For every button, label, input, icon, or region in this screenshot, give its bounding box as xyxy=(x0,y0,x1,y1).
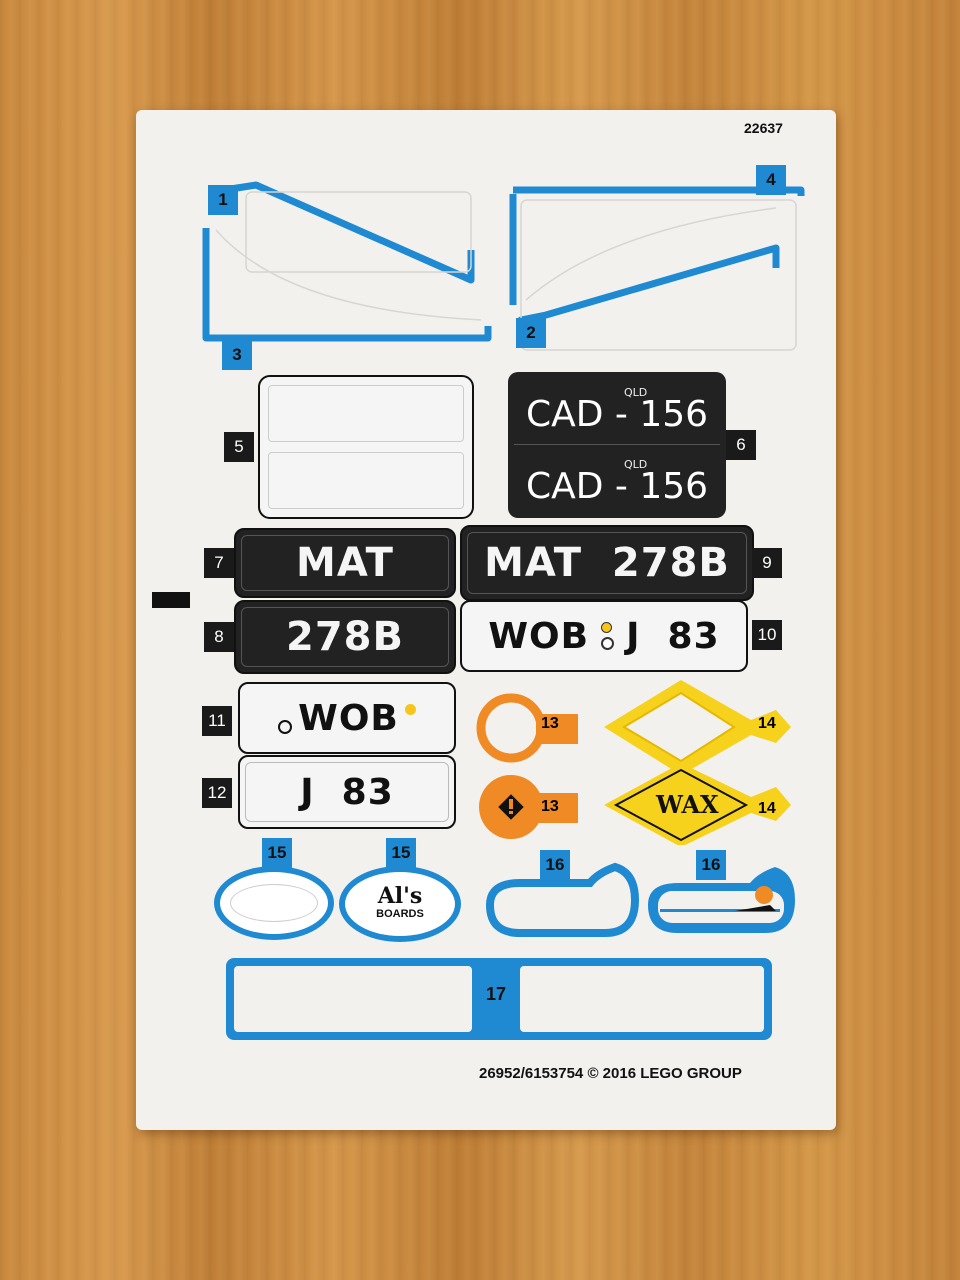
als-text: Al's xyxy=(377,883,423,909)
als-boards-logo: Al's BOARDS xyxy=(339,866,461,942)
sticker-number-14a: 14 xyxy=(758,715,776,732)
qld-label-b: QLD xyxy=(624,458,648,471)
sticker-number-14b: 14 xyxy=(758,800,776,817)
yellow-diamonds-14 xyxy=(604,680,791,845)
wob-j83-suffix: J 83 xyxy=(626,615,720,657)
plate-wob: WOB xyxy=(238,682,456,754)
sticker-number-10: 10 xyxy=(752,620,782,650)
sticker-number-16b: 16 xyxy=(696,850,726,880)
sticker-number-4: 4 xyxy=(756,165,786,195)
sticker-number-15a: 15 xyxy=(262,838,292,868)
mat-278b-text: MAT 278B xyxy=(484,540,730,586)
j83-text: J 83 xyxy=(300,771,394,813)
qld-label-a: QLD xyxy=(624,386,648,399)
wax-logo-text: WAX xyxy=(656,790,719,819)
sticker-number-6: 6 xyxy=(726,430,756,460)
sticker-number-7: 7 xyxy=(204,548,234,578)
boards-text: BOARDS xyxy=(376,908,424,920)
sticker-number-13b: 13 xyxy=(541,798,559,815)
plate-278b: 278B xyxy=(234,600,456,674)
orange-tags-13 xyxy=(476,693,578,839)
sticker-number-11: 11 xyxy=(202,706,232,736)
wob-text: WOB xyxy=(298,697,399,739)
cad-text-b: CAD - 156 xyxy=(525,466,709,507)
sticker-number-16a: 16 xyxy=(540,850,570,880)
sheet-code: 22637 xyxy=(744,120,783,136)
num-278b-text: 278B xyxy=(286,614,404,660)
sticker-number-12: 12 xyxy=(202,778,232,808)
plate-wob-j83: WOB J 83 xyxy=(460,600,748,672)
outline-stickers-1-4 xyxy=(202,181,805,351)
sticker-sheet: 22637 1 4 2 3 5 QLD CAD - 156 QLD CAD - … xyxy=(136,110,836,1130)
sticker-number-8: 8 xyxy=(204,622,234,652)
black-mark xyxy=(152,592,190,608)
wob-j83-prefix: WOB xyxy=(488,615,590,657)
sticker-number-3: 3 xyxy=(222,340,252,370)
blank-plate-5 xyxy=(258,375,474,519)
sticker-number-9: 9 xyxy=(752,548,782,578)
plate-j83: J 83 xyxy=(238,755,456,829)
sticker-number-1: 1 xyxy=(208,185,238,215)
mat-text: MAT xyxy=(296,540,394,586)
blank-oval-15 xyxy=(214,866,334,940)
hook-stickers-16 xyxy=(485,862,795,937)
plate-mat: MAT xyxy=(234,528,456,598)
sticker-number-5: 5 xyxy=(224,432,254,462)
plate-dots xyxy=(601,622,615,650)
cad-text-a: CAD - 156 xyxy=(525,394,709,435)
plate-mat-278b: MAT 278B xyxy=(460,525,754,601)
sticker-number-17: 17 xyxy=(485,984,507,1004)
copyright-footer: 26952/6153754 © 2016 LEGO GROUP xyxy=(479,1065,742,1082)
long-bar-17: 17 xyxy=(226,958,772,1040)
sticker-number-13a: 13 xyxy=(541,715,559,732)
sticker-number-2: 2 xyxy=(516,318,546,348)
plate-cad-156: QLD CAD - 156 QLD CAD - 156 xyxy=(508,372,726,518)
sticker-number-15b: 15 xyxy=(386,838,416,868)
